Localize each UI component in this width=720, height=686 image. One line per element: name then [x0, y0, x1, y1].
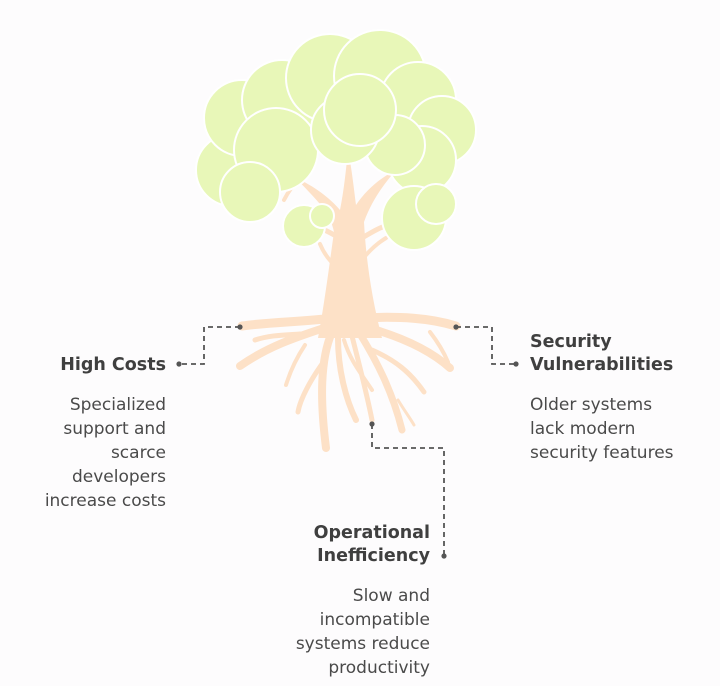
connector-dot: [369, 421, 375, 427]
cause-operational-inefficiency: Operational Inefficiency Slow and incomp…: [230, 522, 430, 680]
connectors: [179, 326, 516, 556]
tree-foliage: [195, 29, 477, 251]
connector-dot: [176, 361, 182, 367]
cause-title-high-costs: High Costs: [60, 355, 166, 375]
cause-description-high-costs: Specialized support and scarce developer…: [44, 395, 166, 511]
connector-dots: [176, 324, 519, 559]
cause-description-operational-inefficiency: Slow and incompatible systems reduce pro…: [295, 586, 430, 678]
tree-trunk: [296, 150, 396, 338]
connector-dot: [513, 361, 519, 367]
connector-dot: [237, 324, 243, 330]
connector-dot: [453, 324, 459, 330]
cause-high-costs: High Costs Specialized support and scarc…: [0, 354, 166, 513]
connector-security: [456, 326, 516, 365]
connector-high-costs: [179, 326, 240, 365]
connector-dot: [441, 553, 447, 559]
cause-title-security-vulnerabilities: Security Vulnerabilities: [530, 332, 674, 375]
tree-roots-and-trunk: [236, 150, 461, 452]
cause-title-operational-inefficiency: Operational Inefficiency: [313, 523, 430, 566]
cause-description-security-vulnerabilities: Older systems lack modern security featu…: [530, 395, 674, 463]
connector-operational: [371, 424, 445, 556]
cause-security-vulnerabilities: Security Vulnerabilities Older systems l…: [530, 331, 715, 465]
